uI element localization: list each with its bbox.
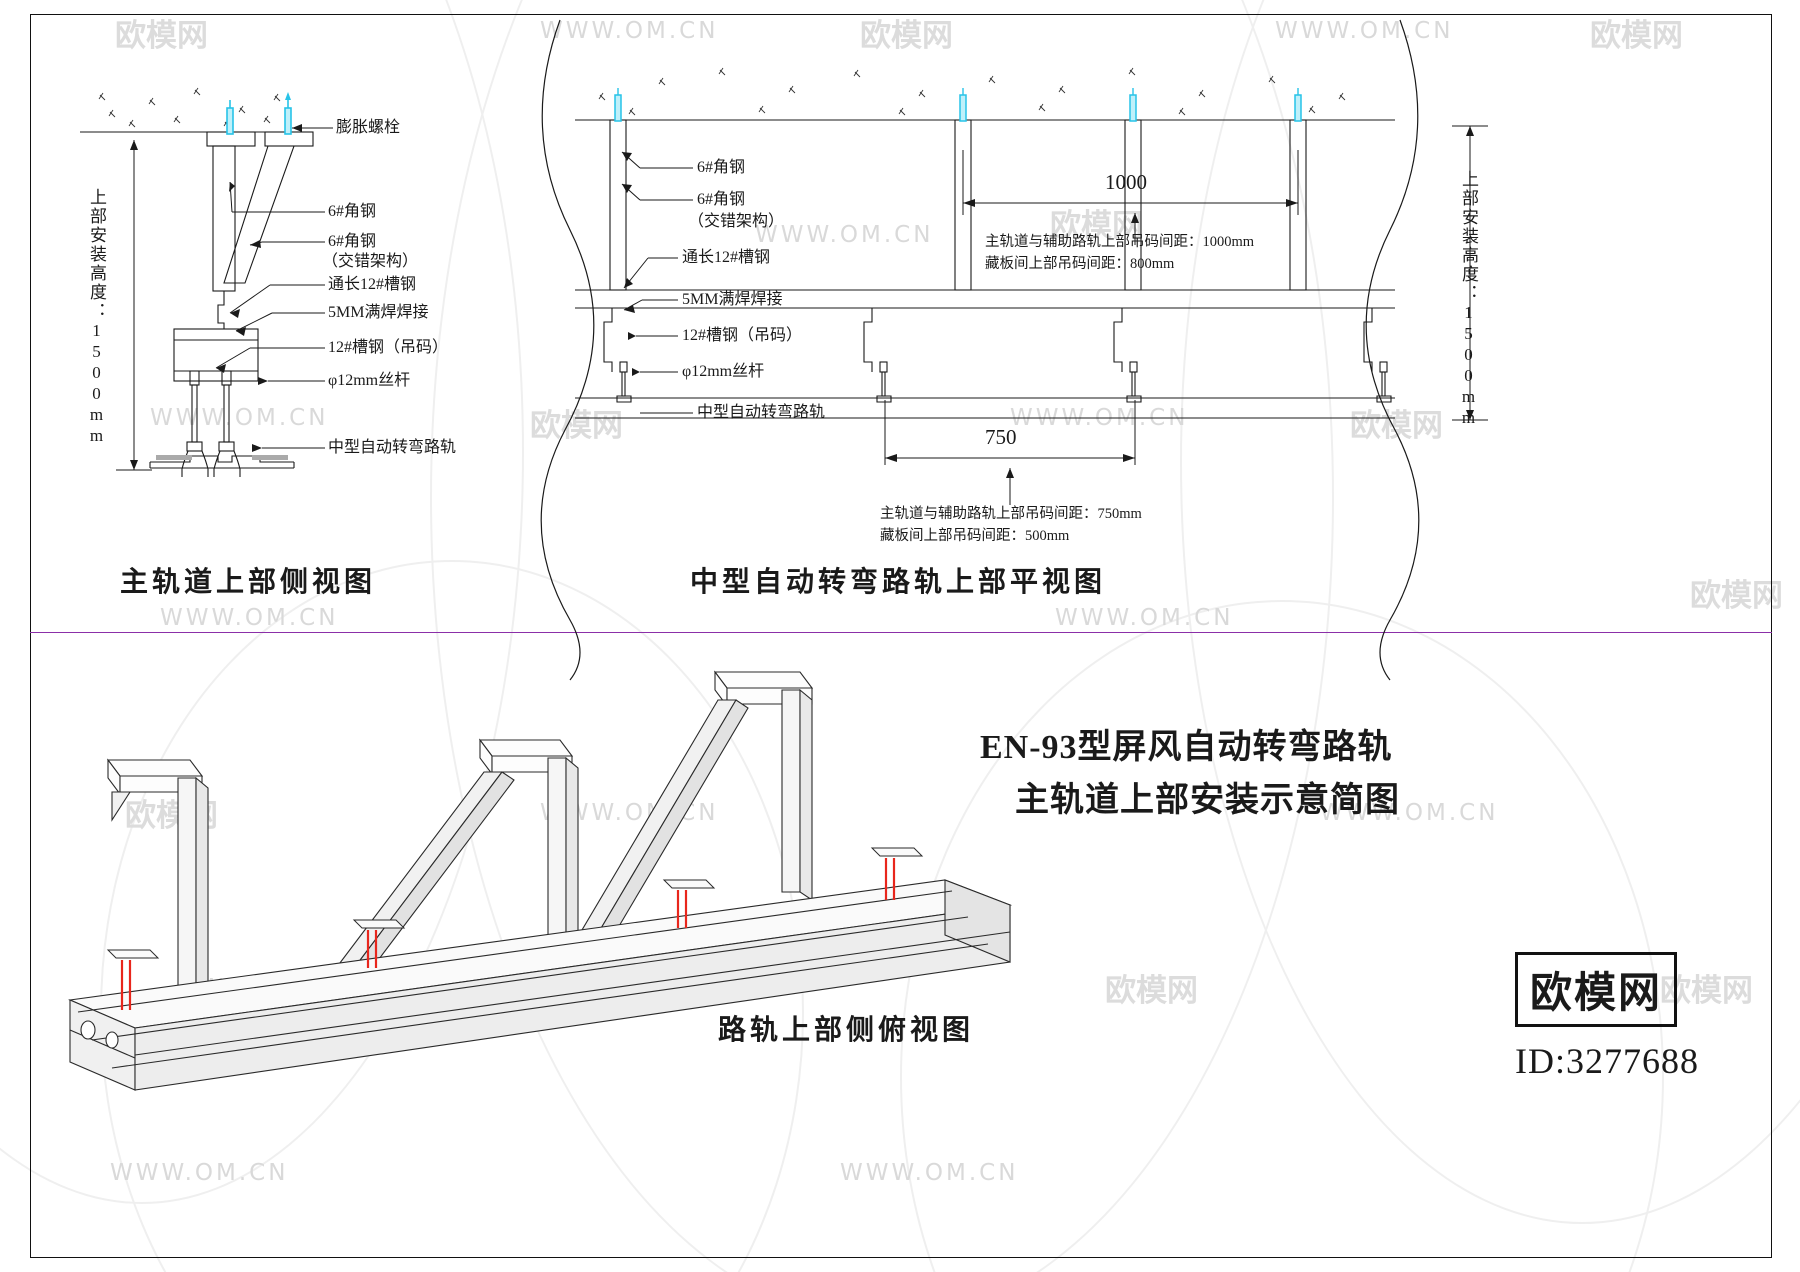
label-threaded-rod: φ12mm丝杆	[328, 372, 411, 389]
label-long-channel: 通长12#槽钢	[328, 276, 417, 293]
label-curve-track-mid: 中型自动转弯路轨	[697, 404, 826, 421]
label-weld: 5MM满焊焊接	[328, 304, 429, 321]
expansion-bolt-icon	[614, 94, 1302, 122]
dimension-750: 750	[985, 425, 1017, 449]
label-angle-steel-2: 6#角钢	[328, 233, 377, 250]
middle-view-height-note: 上部安装高度：1500mm	[1459, 170, 1478, 429]
label-channel-hanger: 12#槽钢（吊码）	[328, 339, 449, 356]
note-top-spacing-panel: 藏板间上部吊码间距：800mm	[985, 256, 1175, 272]
label-angle-steel-2-mid: 6#角钢	[697, 191, 746, 208]
label-channel-hanger-mid: 12#槽钢（吊码）	[682, 327, 803, 344]
brand-logo: 欧模网	[1515, 952, 1678, 1027]
label-curve-track: 中型自动转弯路轨	[328, 439, 457, 456]
sheet-title-line2: 主轨道上部安装示意简图	[1015, 782, 1400, 819]
left-view-caption: 主轨道上部侧视图	[120, 567, 377, 598]
sheet-title-line1: EN-93型屏风自动转弯路轨	[980, 729, 1393, 766]
label-expansion-bolt: 膨胀螺栓	[336, 119, 401, 136]
label-angle-steel-2-sub: （交错架构）	[322, 253, 419, 270]
label-threaded-rod-mid: φ12mm丝杆	[682, 363, 765, 380]
note-bottom-spacing-main: 主轨道与辅助路轨上部吊码间距：750mm	[880, 506, 1142, 522]
dimension-1000: 1000	[1105, 170, 1147, 194]
drawing-border	[30, 14, 1772, 1258]
label-long-channel-mid: 通长12#槽钢	[682, 249, 771, 266]
bottom-view-caption: 路轨上部侧俯视图	[718, 1015, 975, 1046]
middle-view-caption: 中型自动转弯路轨上部平视图	[690, 567, 1107, 598]
label-angle-steel-1: 6#角钢	[328, 203, 377, 220]
threaded-rod-marker	[120, 858, 896, 1010]
left-view-height-note: 上部安装高度：1500mm	[87, 188, 106, 447]
note-bottom-spacing-panel: 藏板间上部吊码间距：500mm	[880, 528, 1070, 544]
label-weld-mid: 5MM满焊焊接	[682, 291, 783, 308]
note-top-spacing-main: 主轨道与辅助路轨上部吊码间距：1000mm	[985, 234, 1255, 250]
label-angle-steel-1-mid: 6#角钢	[697, 159, 746, 176]
expansion-bolt-icon	[226, 92, 292, 135]
label-angle-steel-2-sub-mid: （交错架构）	[688, 213, 785, 230]
sheet-divider	[30, 632, 1772, 633]
drawing-id: ID:3277688	[1515, 1041, 1699, 1081]
